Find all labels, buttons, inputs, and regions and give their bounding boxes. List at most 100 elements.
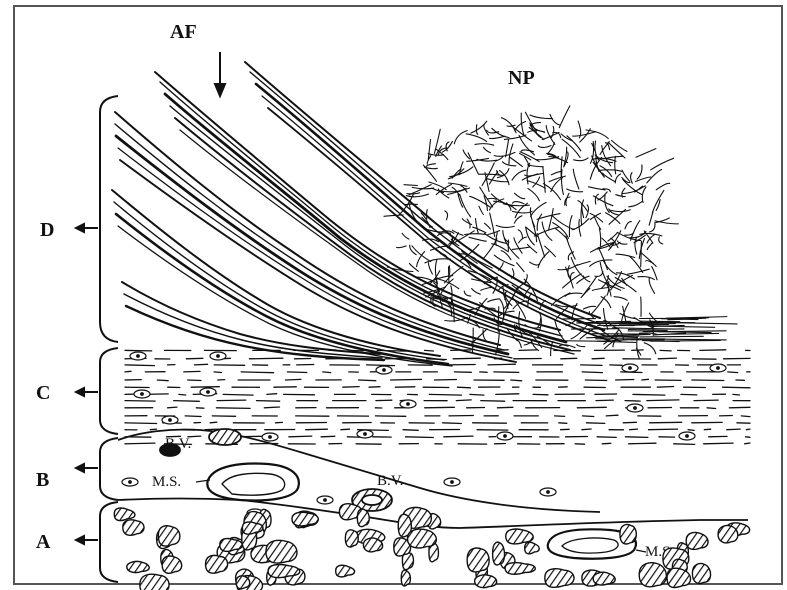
np-fibre — [640, 252, 656, 266]
np-fibre — [520, 152, 539, 162]
fibre-dash — [329, 350, 336, 351]
np-fibre — [512, 247, 530, 249]
cell-nucleus — [686, 435, 689, 438]
np-fibre — [513, 211, 533, 213]
fibre-dash — [561, 358, 577, 359]
bone-trabecula — [242, 522, 263, 534]
bone-trabecula — [525, 542, 540, 554]
fibre-dash — [125, 371, 131, 372]
np-fibre — [592, 288, 608, 291]
fibre-dash — [125, 423, 157, 424]
np-fibre — [485, 223, 491, 229]
np-fibre — [583, 306, 595, 309]
fibre-dash — [186, 358, 203, 359]
np-fibre — [615, 156, 616, 173]
fibre-dash — [451, 350, 471, 351]
fibre-dash — [241, 372, 273, 373]
np-fibre — [614, 297, 627, 301]
np-fibre — [567, 136, 581, 151]
np-fibre — [652, 267, 657, 280]
fibre-dash — [733, 394, 740, 395]
fibre-dash — [425, 407, 455, 408]
np-fibre — [479, 174, 501, 175]
np-fibre — [656, 183, 670, 189]
np-fibre — [500, 170, 510, 184]
np-fibre — [610, 210, 631, 212]
bone-trabecula — [266, 540, 297, 563]
np-fibre — [521, 150, 533, 152]
np-fibre — [562, 139, 580, 157]
fibre-dash — [150, 429, 156, 430]
np-fibre — [590, 296, 605, 315]
bone-trabecula — [357, 509, 369, 527]
fibre-dash — [633, 394, 665, 395]
fibre-dash — [583, 416, 594, 417]
np-fibre — [488, 299, 500, 302]
fibre-dash — [495, 358, 502, 359]
np-fibre — [545, 246, 556, 257]
fibre-dash — [511, 380, 522, 381]
nucleus-pulposus-mesh — [384, 106, 737, 359]
cell-nucleus — [324, 499, 327, 502]
np-fibre — [616, 254, 635, 257]
fibre-dash — [559, 423, 567, 424]
bone-trabecula — [718, 526, 738, 543]
np-fibre — [473, 328, 474, 352]
cell-nucleus — [717, 367, 720, 370]
np-fibre — [566, 193, 569, 205]
np-fibre — [494, 152, 515, 156]
af-arrow — [215, 52, 225, 96]
fibre-dash — [216, 408, 250, 409]
np-fibre — [592, 334, 648, 335]
fibre-dash — [188, 380, 201, 381]
label-marrow-space-left: M.S. — [152, 474, 181, 490]
np-fibre — [598, 248, 607, 270]
fibre-dash — [597, 437, 616, 438]
np-fibre — [486, 178, 508, 181]
np-fibre — [445, 211, 448, 220]
fibre-dash — [694, 400, 718, 401]
fibre-dash — [623, 422, 636, 423]
bone-trabecula — [692, 564, 710, 584]
fibre-dash — [249, 358, 283, 359]
np-fibre — [451, 286, 452, 306]
cell-nucleus — [407, 403, 410, 406]
fibre-dash — [704, 443, 733, 444]
np-fibre — [527, 181, 545, 189]
np-fibre — [495, 156, 503, 161]
fibre-dash — [343, 387, 359, 388]
np-fibre — [417, 252, 425, 267]
np-fibre — [573, 132, 596, 137]
fibre-dash — [377, 350, 406, 351]
np-fibre — [641, 241, 642, 267]
bone-trabecula — [206, 555, 228, 573]
np-fibre — [543, 184, 560, 200]
np-fibre — [429, 263, 433, 274]
np-fibre — [549, 176, 565, 182]
bracket-c — [100, 348, 118, 434]
np-fibre — [404, 185, 417, 186]
bone-trabecula — [667, 568, 690, 587]
np-fibre — [656, 339, 726, 340]
np-fibre — [530, 115, 552, 119]
fibre-dash — [406, 437, 434, 438]
cell-nucleus — [629, 367, 632, 370]
fibre-dash — [185, 416, 201, 417]
cell-nucleus — [451, 481, 454, 484]
np-fibre — [445, 266, 464, 283]
fibre-dash — [157, 380, 168, 381]
np-fibre — [622, 188, 625, 197]
np-fibre — [409, 185, 431, 195]
np-fibre — [533, 177, 540, 187]
bone-trabecula — [493, 542, 505, 565]
fibre-dash — [632, 350, 644, 351]
fibre-dash — [168, 407, 178, 408]
np-fibre — [532, 221, 536, 241]
cell-nucleus — [137, 355, 140, 358]
np-fibre — [500, 299, 504, 319]
np-fibre — [601, 297, 611, 308]
cell-nucleus — [383, 369, 386, 372]
np-fibre — [506, 140, 509, 157]
fibre-dash — [647, 400, 679, 401]
bone-trabecula — [686, 533, 708, 550]
